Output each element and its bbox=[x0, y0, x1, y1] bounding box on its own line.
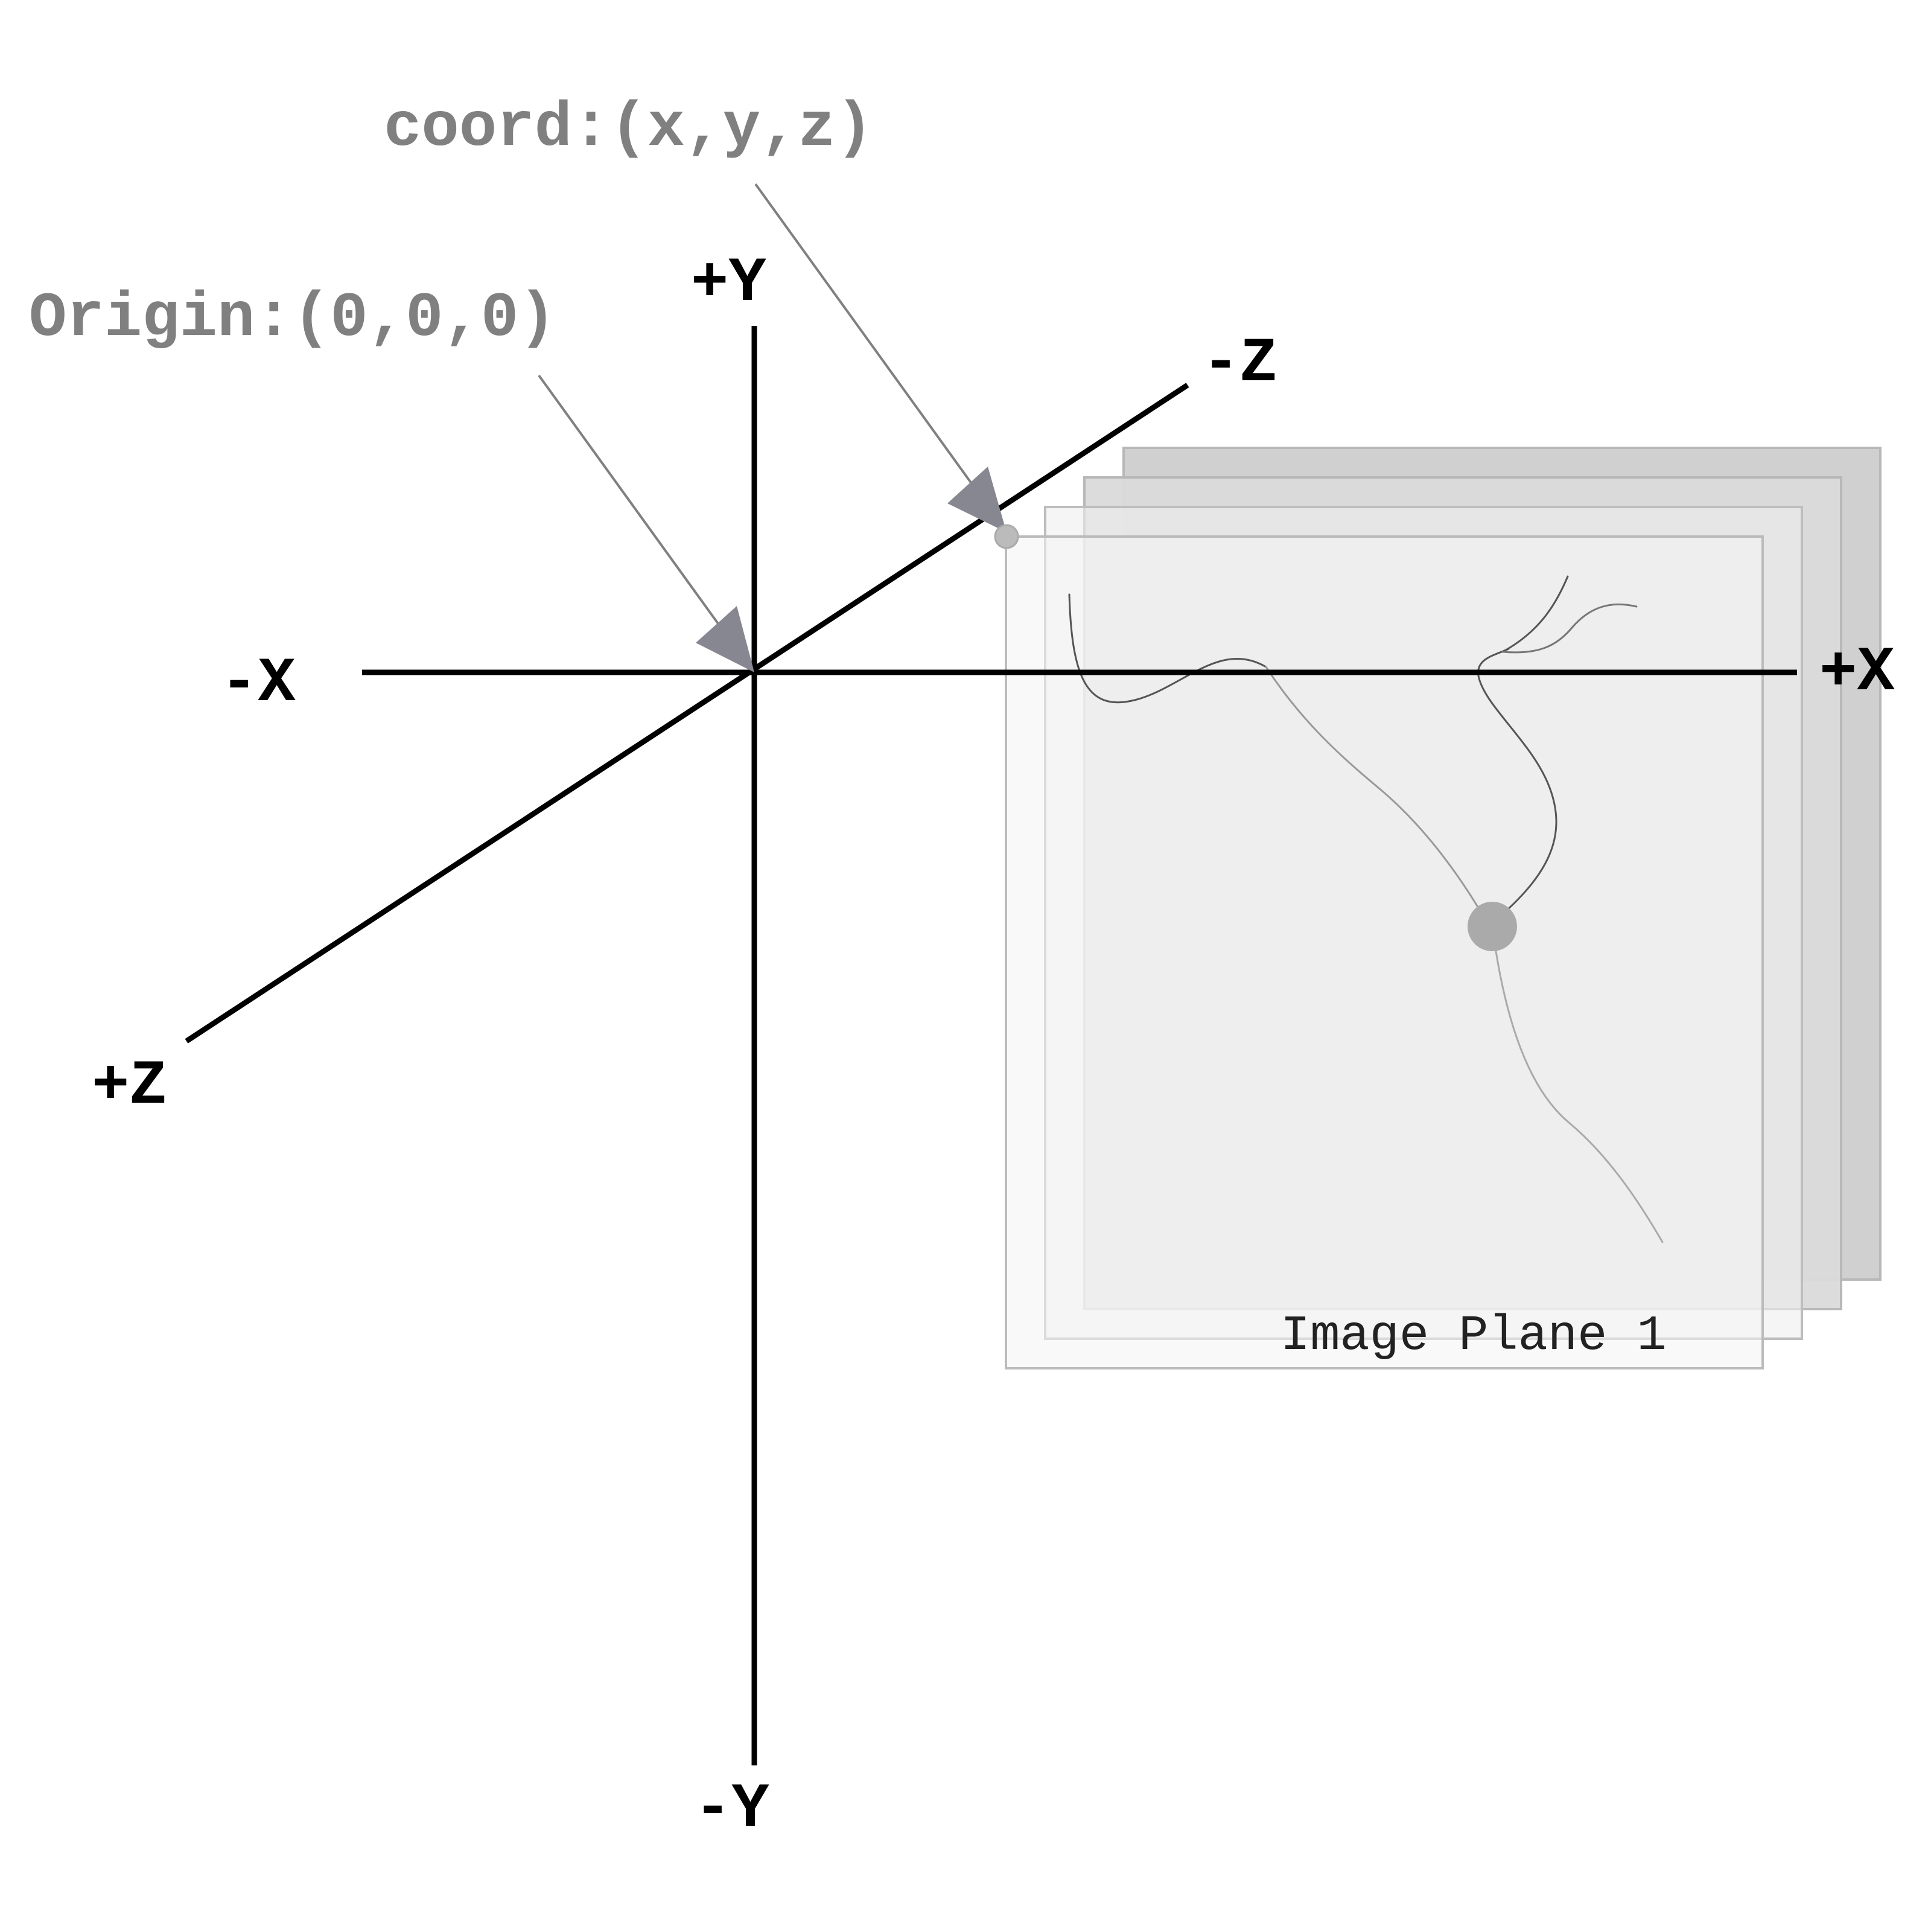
axis-label-pos-y: +Y bbox=[691, 248, 766, 319]
image-plane-stack bbox=[1005, 447, 1882, 1369]
coord-point bbox=[994, 524, 1019, 549]
neuron-trace bbox=[1068, 575, 1664, 1243]
dendrite-main bbox=[1265, 666, 1490, 928]
axes bbox=[185, 326, 1797, 1765]
axon bbox=[1494, 946, 1664, 1243]
coord-arrowhead bbox=[947, 467, 1007, 532]
axis-label-neg-z: -Z bbox=[1202, 328, 1277, 400]
dendrite-right bbox=[1477, 648, 1557, 922]
coord-callout-pointer bbox=[754, 183, 1019, 549]
image-plane-layer-1 bbox=[1005, 535, 1764, 1369]
soma-node bbox=[1468, 902, 1517, 951]
coord-leader-line bbox=[754, 183, 973, 485]
origin-leader-line bbox=[538, 374, 721, 626]
axis-label-pos-z: +Z bbox=[92, 1051, 167, 1122]
origin-callout-pointer bbox=[538, 374, 754, 672]
z-axis-line bbox=[185, 383, 1189, 1044]
dendrite-tip-a bbox=[1501, 575, 1569, 653]
origin-arrowhead bbox=[696, 606, 754, 672]
origin-callout-label: Origin:(0,0,0) bbox=[29, 283, 556, 354]
axis-label-pos-x: +X bbox=[1819, 637, 1895, 709]
dendrite-tip-b bbox=[1501, 603, 1638, 654]
dendrite-left bbox=[1068, 593, 1267, 704]
axis-label-neg-x: -X bbox=[220, 648, 296, 719]
axis-label-neg-y: -Y bbox=[694, 1774, 769, 1845]
image-plane-label: Image Plane 1 bbox=[1280, 1308, 1667, 1364]
coord-callout-label: coord:(x,y,z) bbox=[384, 93, 873, 164]
